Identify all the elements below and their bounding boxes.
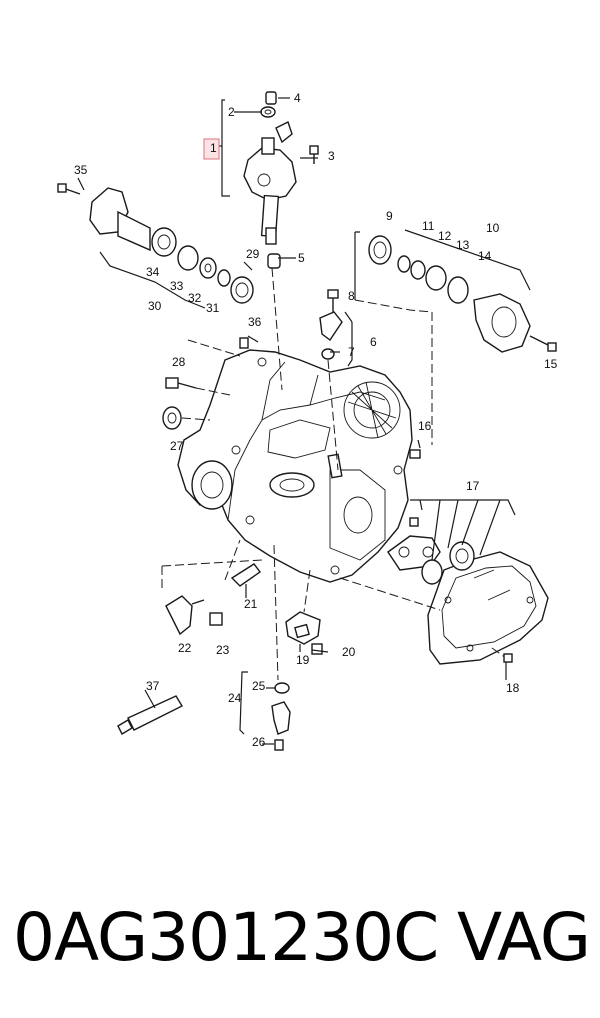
callout-5: 5	[298, 251, 305, 265]
callout-30: 30	[148, 299, 162, 313]
callout-19: 19	[296, 653, 310, 667]
callout-16: 16	[418, 419, 432, 433]
callout-17: 17	[466, 479, 480, 493]
bolt-3	[309, 145, 319, 164]
right-flange-group	[354, 229, 557, 445]
caption-bar: 0AG301230C VAG	[0, 893, 600, 983]
sealant-tube	[117, 689, 183, 735]
callout-8: 8	[348, 289, 355, 303]
gearbox-housing	[177, 349, 413, 583]
callout-15: 15	[544, 357, 558, 371]
callout-9: 9	[386, 209, 393, 223]
callout-27: 27	[170, 439, 184, 453]
callout-28: 28	[172, 355, 186, 369]
callout-11: 11	[422, 219, 435, 233]
callout-1: 1	[210, 141, 217, 155]
callout-14: 14	[478, 249, 492, 263]
shift-selector-assembly	[243, 91, 297, 391]
callout-13: 13	[456, 238, 470, 252]
callout-7: 7	[348, 345, 355, 359]
callout-20: 20	[342, 645, 356, 659]
callout-24: 24	[228, 691, 242, 705]
callout-35: 35	[74, 163, 88, 177]
callout-36: 36	[248, 315, 262, 329]
brand-name: VAG	[457, 899, 591, 976]
callout-29: 29	[246, 247, 260, 261]
callout-10: 10	[486, 221, 500, 235]
sensor-group	[161, 539, 263, 636]
bottom-center-group	[239, 544, 323, 751]
end-cover-group	[339, 449, 549, 665]
callout-23: 23	[216, 643, 230, 657]
callout-highlight-box	[203, 138, 220, 160]
callout-37: 37	[146, 679, 160, 693]
callout-25: 25	[252, 679, 266, 693]
exploded-parts-diagram: 1234567891011121314151617181920212223242…	[57, 91, 558, 751]
callout-2: 2	[228, 105, 235, 119]
left-flange-group	[57, 183, 254, 357]
callout-6: 6	[370, 335, 377, 349]
callout-22: 22	[178, 641, 192, 655]
callout-32: 32	[188, 291, 202, 305]
callout-18: 18	[506, 681, 520, 695]
left-small-parts	[162, 337, 249, 430]
callout-33: 33	[170, 279, 184, 293]
callout-26: 26	[252, 735, 266, 749]
callout-31: 31	[206, 301, 220, 315]
callout-3: 3	[328, 149, 335, 163]
callout-4: 4	[294, 91, 301, 105]
pin-group-6-8	[319, 289, 353, 471]
callout-34: 34	[146, 265, 160, 279]
callout-21: 21	[244, 597, 258, 611]
callout-12: 12	[438, 229, 452, 243]
part-number: 0AG301230C	[13, 899, 439, 976]
